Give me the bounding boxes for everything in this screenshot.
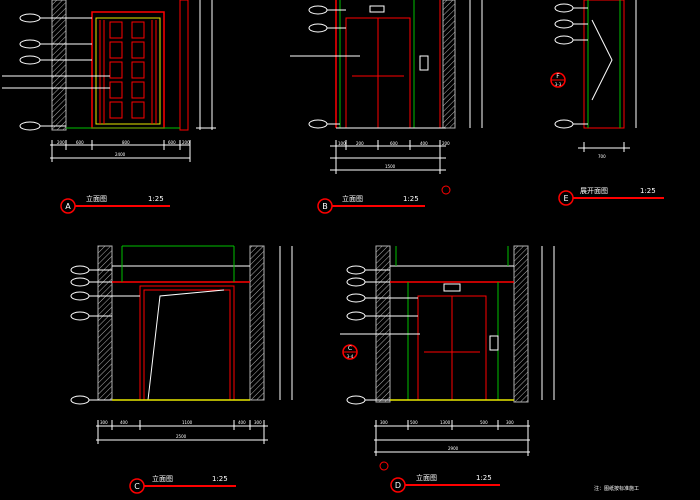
floor-indicator-d (443, 283, 461, 292)
view-letter-d: D (395, 481, 401, 490)
floor-indicator-b (369, 5, 385, 13)
view-title-a: 立面图 (86, 194, 107, 203)
svg-text:1100: 1100 (182, 420, 193, 425)
svg-text:500: 500 (480, 420, 488, 425)
view-scale-b: 1:25 (403, 195, 419, 203)
wall-hatch-left-d (375, 245, 391, 403)
view-label-c: C 立面图 1:25 (129, 474, 236, 494)
dim-e-total: 700 (598, 154, 606, 159)
view-label-d: D 立面图 1:25 (390, 473, 500, 493)
view-label-e: E 展开面图 1:25 (558, 187, 664, 206)
call-button-panel-d (489, 335, 499, 351)
tags-a (2, 13, 110, 131)
door-panels-a (99, 20, 157, 124)
svg-text:400: 400 (420, 141, 428, 146)
svg-text:300: 300 (254, 420, 262, 425)
dim-horizontal-b (330, 140, 446, 174)
wall-hatch-right-b (442, 0, 456, 129)
section-mark-f-sheet: 3-3 (555, 82, 562, 87)
view-scale-c: 1:25 (212, 475, 228, 483)
elevation-e: F 3-3 700 E 展开面图 1:25 (550, 0, 664, 206)
svg-text:300: 300 (380, 420, 388, 425)
section-mark-c: C 3-4 (342, 344, 358, 360)
view-letter-c: C (134, 482, 140, 491)
svg-text:200: 200 (57, 140, 65, 145)
axis-marker-b (441, 185, 451, 195)
tags-d (340, 265, 420, 405)
tags-b (290, 5, 360, 129)
view-label-b: B 立面图 1:25 (317, 194, 425, 214)
dim-labels-a: 200 600 800 600 200 2400 (57, 140, 190, 157)
svg-text:600: 600 (168, 140, 176, 145)
svg-text:2500: 2500 (176, 434, 187, 439)
panel-frame-e (583, 0, 625, 129)
svg-text:300: 300 (506, 420, 514, 425)
dim-horizontal-a (50, 140, 191, 162)
view-scale-a: 1:25 (148, 195, 164, 203)
door-swing-c (147, 289, 225, 401)
wall-hatch-left-c (97, 245, 113, 401)
dim-vertical-c (279, 246, 293, 400)
tags-e (554, 3, 588, 129)
dim-vertical-a (196, 0, 216, 130)
svg-text:200: 200 (356, 141, 364, 146)
svg-text:400: 400 (238, 420, 246, 425)
dim-horizontal-d (374, 420, 530, 456)
drawing-note: 注：图纸按标准施工 (594, 485, 639, 492)
svg-text:2400: 2400 (115, 152, 126, 157)
svg-text:400: 400 (120, 420, 128, 425)
elevation-d: C 3-4 300 500 1300 500 300 2900 D 立面图 1 (340, 245, 555, 493)
open-direction-e (591, 19, 613, 101)
wall-edge-right-a (179, 0, 189, 131)
section-mark-c-letter: C (348, 345, 352, 352)
dim-labels-d: 300 500 1300 500 300 2900 (380, 420, 514, 451)
svg-text:200: 200 (182, 140, 190, 145)
wall-hatch-right-d (513, 245, 529, 403)
svg-text:1500: 1500 (385, 164, 396, 169)
svg-text:600: 600 (390, 141, 398, 146)
dim-labels-c: 300 400 1100 400 300 2500 (100, 420, 262, 439)
svg-text:100: 100 (338, 141, 346, 146)
view-letter-a: A (65, 202, 71, 211)
axis-marker-d (379, 461, 389, 471)
elevation-c: 300 400 1100 400 300 2500 C 立面图 1:25 (70, 245, 293, 494)
door-leaf-a (95, 17, 161, 125)
dim-vertical-b (469, 0, 483, 128)
svg-text:2900: 2900 (448, 446, 459, 451)
section-mark-c-sheet: 3-4 (347, 354, 354, 359)
dim-e (578, 0, 637, 152)
dim-labels-b: 100 200 600 400 200 1500 (338, 141, 450, 169)
view-letter-b: B (322, 202, 328, 211)
view-title-b: 立面图 (342, 194, 363, 203)
door-frame-a (91, 11, 165, 129)
view-letter-e: E (563, 194, 568, 203)
elevation-a: 200 600 800 600 200 2400 A 立面图 1:25 (2, 0, 216, 214)
door-inner-c (143, 289, 231, 401)
view-title-e: 展开面图 (580, 187, 608, 195)
view-title-d: 立面图 (416, 473, 437, 482)
svg-text:500: 500 (410, 420, 418, 425)
elevation-b: 100 200 600 400 200 1500 B 立面图 1:25 (290, 0, 483, 214)
dim-horizontal-c (96, 420, 268, 444)
section-mark-f-letter: F (556, 73, 560, 80)
svg-text:300: 300 (100, 420, 108, 425)
svg-text:200: 200 (442, 141, 450, 146)
dim-vertical-d (541, 246, 555, 400)
section-mark-f: F 3-3 (550, 72, 566, 88)
svg-text:600: 600 (76, 140, 84, 145)
wall-hatch-right-c (249, 245, 265, 401)
call-button-panel-b (419, 55, 429, 71)
view-label-a: A 立面图 1:25 (60, 194, 170, 214)
tags-c (70, 265, 140, 405)
view-scale-e: 1:25 (640, 187, 656, 195)
view-scale-d: 1:25 (476, 474, 492, 482)
svg-text:1300: 1300 (440, 420, 451, 425)
svg-text:800: 800 (122, 140, 130, 145)
view-title-c: 立面图 (152, 474, 173, 483)
wall-hatch-left-a (51, 0, 67, 131)
